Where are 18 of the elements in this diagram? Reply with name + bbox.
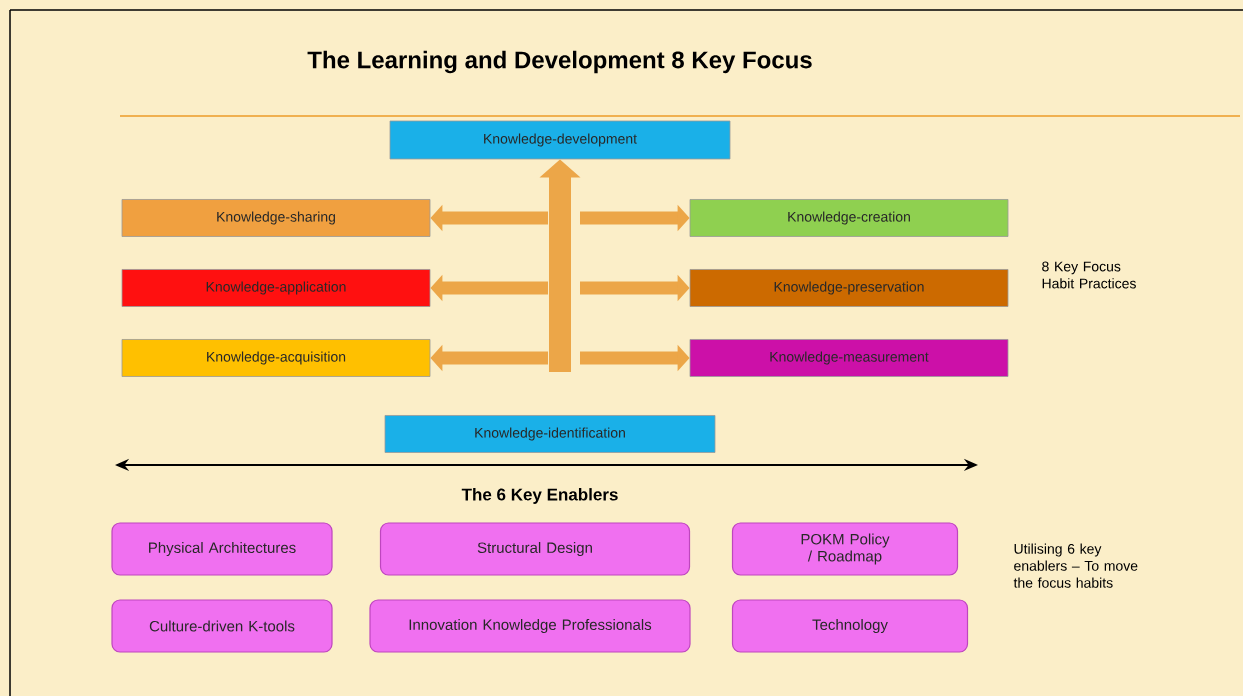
knowledge-box: Knowledge-identification	[384, 415, 716, 453]
knowledge-box: Knowledge-sharing	[121, 199, 431, 237]
enabler-box: Innovation Knowledge Professionals	[369, 599, 691, 653]
enabler-box: Technology	[731, 599, 969, 653]
knowledge-box: Knowledge-measurement	[689, 339, 1009, 377]
side-note: Utilising 6 key enablers – To move the focus habits	[1013, 543, 1138, 588]
side-note: 8 Key Focus Habit Practices	[1042, 261, 1136, 289]
knowledge-box: Knowledge-preservation	[689, 269, 1009, 307]
knowledge-box: Knowledge-development	[389, 120, 731, 160]
knowledge-box: Knowledge-creation	[689, 199, 1009, 237]
enabler-box: POKM Policy / Roadmap	[731, 522, 959, 576]
enabler-box: Culture-driven K-tools	[111, 599, 333, 653]
section-heading: The 6 Key Enablers	[461, 488, 618, 504]
knowledge-box: Knowledge-application	[121, 269, 431, 307]
enabler-box: Physical Architectures	[111, 522, 333, 576]
knowledge-box: Knowledge-acquisition	[121, 339, 431, 377]
enabler-box: Structural Design	[379, 522, 691, 576]
title: The Learning and Development 8 Key Focus	[307, 50, 812, 74]
